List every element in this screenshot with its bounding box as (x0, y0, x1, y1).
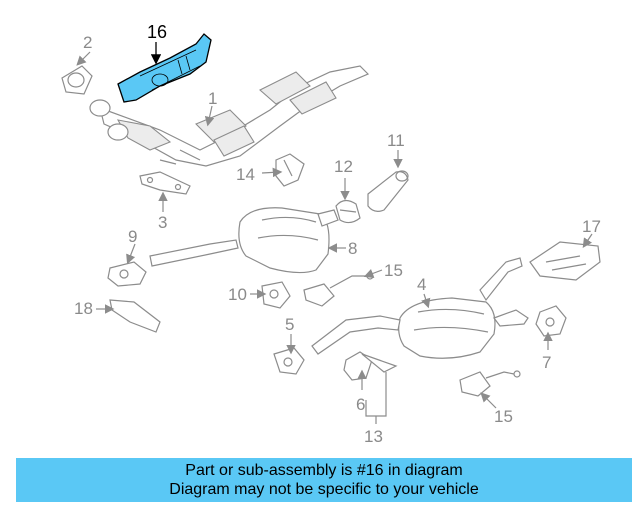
callout-5: 5 (285, 315, 294, 334)
callout-3: 3 (158, 213, 167, 232)
bracket-part-14[interactable] (275, 153, 305, 187)
callout-1: 1 (208, 89, 217, 108)
callout-11: 11 (387, 131, 405, 150)
muffler-part-8[interactable] (149, 207, 339, 274)
leader-lines (76, 42, 593, 424)
heat-shield-part-17[interactable] (529, 241, 601, 281)
bracket-part-3[interactable] (139, 171, 191, 195)
hanger-part-9[interactable] (107, 261, 147, 287)
callout-15-upper: 15 (384, 261, 403, 280)
callout-13: 13 (364, 427, 383, 446)
clamp-part-12[interactable] (335, 199, 361, 224)
mount-part-7[interactable] (535, 305, 567, 337)
callout-15-lower: 15 (494, 407, 513, 426)
callout-12: 12 (334, 157, 353, 176)
exhaust-system-diagram: 16 2 1 3 14 12 11 8 9 18 10 15 4 17 7 5 … (61, 22, 601, 446)
hanger-bracket-part-15-upper[interactable] (303, 272, 374, 307)
gasket-part-2[interactable] (61, 65, 93, 95)
front-pipe-part-1[interactable] (89, 65, 370, 167)
callout-8: 8 (348, 239, 357, 258)
callout-9: 9 (128, 227, 137, 246)
callout-14: 14 (236, 165, 255, 184)
bracket-part-6[interactable] (343, 351, 398, 381)
hanger-bracket-part-15-lower[interactable] (459, 370, 521, 397)
callout-numbers: 16 2 1 3 14 12 11 8 9 18 10 15 4 17 7 5 … (74, 22, 601, 446)
callout-16: 16 (147, 22, 167, 42)
caption-banner: Part or sub-assembly is #16 in diagram D… (16, 458, 632, 502)
caption-line-1: Part or sub-assembly is #16 in diagram (185, 462, 463, 479)
caption-line-2: Diagram may not be specific to your vehi… (169, 481, 479, 498)
center-muffler-part-4[interactable] (311, 257, 529, 359)
callout-7: 7 (542, 353, 551, 372)
callout-17: 17 (582, 217, 601, 236)
callout-4: 4 (417, 275, 426, 294)
tailpipe-tip-part-11[interactable] (367, 170, 409, 212)
callout-10: 10 (228, 285, 247, 304)
mount-part-10[interactable] (261, 281, 291, 309)
callout-18: 18 (74, 299, 93, 318)
callout-6: 6 (356, 395, 365, 414)
shield-part-18[interactable] (109, 299, 161, 333)
heat-shield-part-16[interactable] (117, 33, 212, 103)
callout-2: 2 (83, 33, 92, 52)
hanger-part-5[interactable] (273, 347, 305, 375)
